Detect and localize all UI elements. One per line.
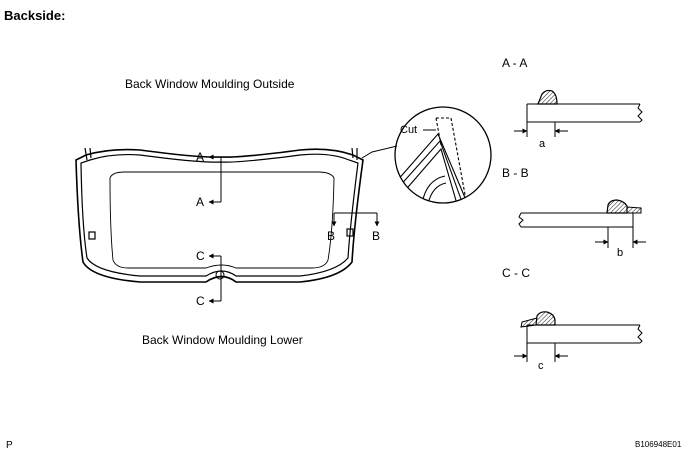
section-mark-a-top: A: [196, 150, 204, 164]
section-mark-b-right: B: [372, 229, 380, 243]
dim-label-c: c: [538, 360, 544, 372]
detail-callout: [361, 106, 492, 204]
section-title-c-c: C - C: [502, 266, 530, 280]
figure-code: B106948E01: [635, 440, 682, 449]
back-window-outline: [75, 147, 364, 283]
section-mark-b-left: B: [327, 229, 335, 243]
dim-label-b: b: [617, 247, 623, 259]
caption-moulding-outside: Back Window Moulding Outside: [125, 77, 295, 91]
page-heading: Backside:: [4, 8, 66, 23]
section-mark-c-top: C: [196, 249, 205, 263]
dim-label-a: a: [539, 138, 546, 150]
section-mark-a-bottom: A: [196, 195, 204, 209]
section-line-c: [208, 253, 222, 304]
footer-left-mark: P: [6, 440, 13, 451]
section-line-b: [331, 212, 380, 227]
section-view-c-c: [514, 311, 643, 362]
cut-label: Cut: [400, 124, 417, 136]
section-line-a: [208, 154, 222, 205]
section-view-a-a: [514, 89, 643, 137]
caption-moulding-lower: Back Window Moulding Lower: [142, 333, 303, 347]
section-title-a-a: A - A: [502, 56, 528, 70]
section-title-b-b: B - B: [502, 166, 529, 180]
section-view-b-b: [518, 199, 646, 248]
section-mark-c-bottom: C: [196, 294, 205, 308]
